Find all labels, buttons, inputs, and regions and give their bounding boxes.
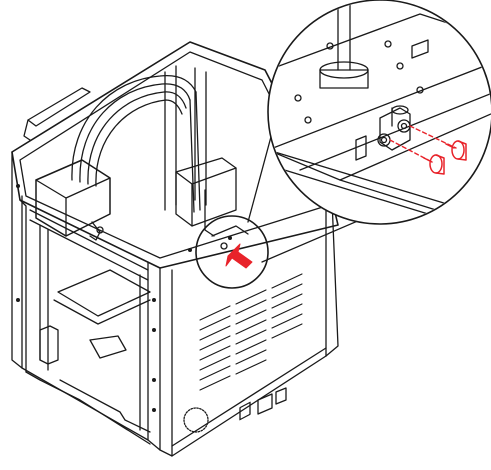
side-vent-panel bbox=[199, 273, 303, 391]
red-arrow-pointer bbox=[225, 243, 253, 269]
printer-frame bbox=[11, 41, 339, 457]
callout-source-circle bbox=[195, 215, 269, 289]
magnifier-callout bbox=[267, 0, 491, 225]
extruder-head bbox=[35, 159, 111, 241]
speaker-grille bbox=[183, 407, 209, 433]
thumb-screw bbox=[423, 140, 467, 175]
